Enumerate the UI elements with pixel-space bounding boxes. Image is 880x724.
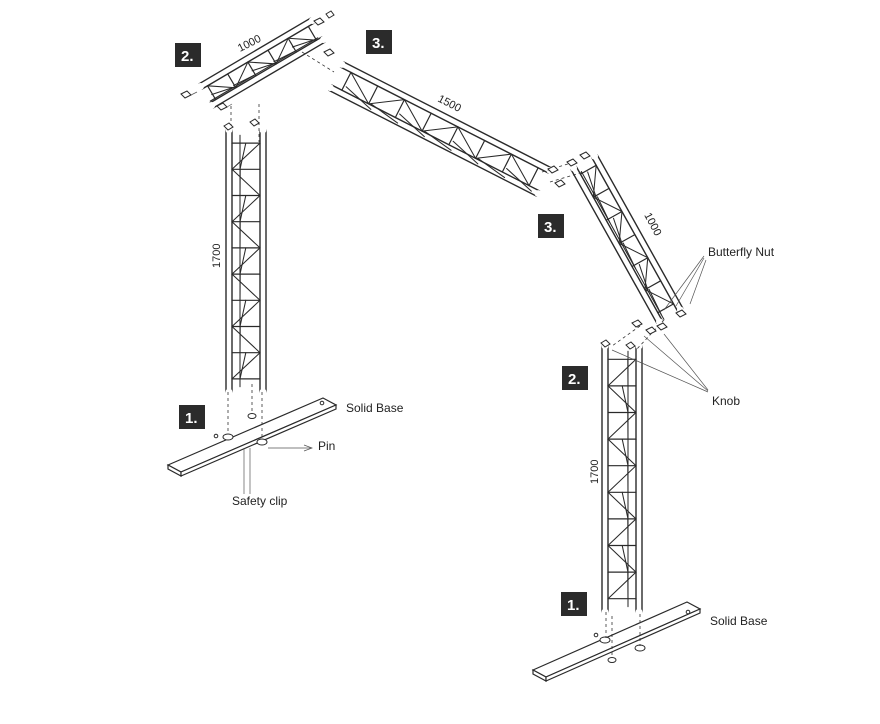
svg-text:2.: 2.	[181, 48, 194, 65]
step-badge-right-upright: 2.	[562, 366, 588, 390]
svg-text:1.: 1.	[567, 597, 580, 614]
svg-text:2.: 2.	[568, 371, 581, 388]
svg-text:1.: 1.	[185, 410, 198, 427]
step-badge-top-left-beam: 2.	[175, 43, 201, 67]
callout-leaders	[243, 255, 709, 494]
svg-text:3.: 3.	[372, 35, 385, 52]
dimension-left-upright: 1700	[211, 244, 223, 268]
top-left-beam-truss	[196, 17, 328, 109]
label-butterfly-nut: Butterfly Nut	[708, 245, 775, 259]
dimension-right-upright: 1700	[589, 460, 601, 484]
center-beam-truss	[326, 60, 554, 198]
step-badge-left-base: 1.	[179, 405, 205, 429]
svg-text:3.: 3.	[544, 219, 557, 236]
step-badge-right-base: 1.	[561, 592, 587, 616]
right-upright-truss	[601, 342, 643, 616]
connector-hardware	[180, 10, 687, 350]
step-badge-right-joint: 3.	[538, 214, 564, 238]
right-diagonal-truss	[570, 152, 684, 326]
left-solid-base	[166, 397, 338, 478]
label-left-solid-base: Solid Base	[346, 401, 404, 415]
label-safety-clip: Safety clip	[232, 494, 288, 508]
right-solid-base	[531, 601, 702, 683]
left-upright-truss	[225, 126, 267, 396]
dimension-right-diagonal: 1000	[641, 211, 663, 238]
label-knob: Knob	[712, 394, 740, 408]
step-badge-top-center-joint: 3.	[366, 30, 392, 54]
label-right-solid-base: Solid Base	[710, 614, 768, 628]
label-pin: Pin	[318, 439, 335, 453]
